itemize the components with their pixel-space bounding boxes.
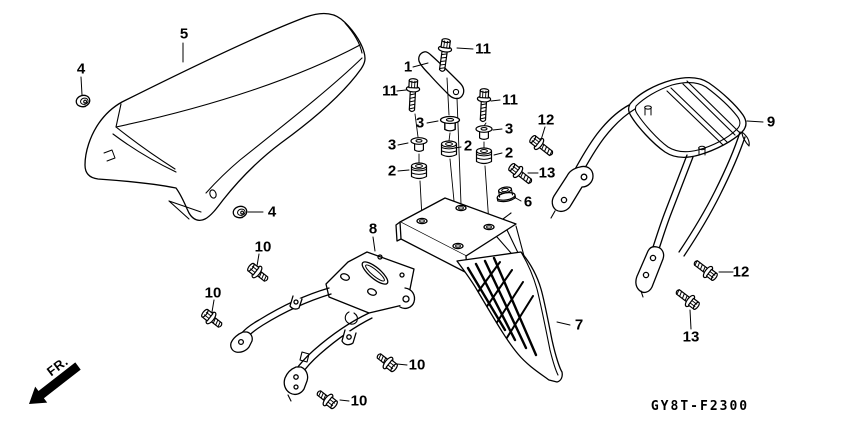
callout-bolt11-left: 11 [382, 83, 398, 100]
callout-bolt12-bottom: 12 [733, 264, 750, 281]
callout-collar3-center: 3 [416, 115, 424, 132]
callout-subframe: 8 [369, 221, 377, 238]
front-direction-marker: FR. [29, 354, 81, 404]
callout-collar3-right: 3 [505, 121, 513, 138]
bolt-13-top [505, 160, 536, 189]
bushing-2-right [475, 147, 493, 165]
callout-bolt12-top: 12 [538, 112, 555, 129]
collar-3-center [439, 115, 461, 132]
collar-3-left [410, 137, 428, 153]
seat-part [84, 12, 366, 221]
callout-bolt10-d: 10 [351, 393, 368, 410]
seat-stay-part [418, 51, 465, 100]
fender-part [395, 197, 563, 383]
callout-bolt11-right: 11 [502, 92, 518, 109]
callout-bushing2-center: 2 [464, 138, 472, 155]
carrier-part [550, 76, 750, 298]
callout-grommet: 6 [524, 194, 532, 211]
bolt-11-right [475, 87, 492, 123]
collar-3-right [475, 125, 493, 141]
bolt-10-c [373, 349, 401, 376]
callout-bolt10-a: 10 [255, 239, 272, 256]
bolt-10-d [313, 386, 341, 413]
bolt-13-bottom [672, 285, 703, 313]
bushing-2-center [440, 140, 458, 158]
leader-lines [80, 42, 764, 402]
callout-bushing2-left: 2 [388, 163, 396, 180]
seat-capnut-top [74, 93, 92, 110]
seat-capnut-mid [231, 204, 249, 221]
callout-stay: 1 [404, 59, 412, 76]
callout-fender: 7 [575, 317, 583, 334]
subframe-part [230, 251, 416, 402]
callout-labels: 5 4 4 1 11 11 11 3 3 3 2 2 2 12 13 6 9 8… [77, 26, 775, 410]
bolt-11-left [404, 77, 421, 113]
callout-bolt10-b: 10 [205, 285, 222, 302]
grommet-6 [495, 185, 517, 204]
callout-bolt13-bottom: 13 [683, 329, 700, 346]
callout-seat: 5 [180, 26, 188, 43]
bolt-12-bottom [690, 256, 721, 284]
callout-capnut-mid: 4 [268, 204, 277, 221]
bolt-10-a [244, 259, 272, 286]
callout-bolt11-top: 11 [475, 41, 491, 58]
callout-bushing2-right: 2 [505, 145, 513, 162]
callout-bolt10-c: 10 [409, 357, 426, 374]
front-direction-arrow-icon [29, 362, 81, 404]
callout-bolt13-top: 13 [539, 165, 556, 182]
callout-capnut-top: 4 [77, 61, 86, 78]
callout-carrier: 9 [767, 114, 775, 131]
drawing-code: GY8T-F2300 [651, 399, 749, 414]
bushing-2-left [410, 162, 428, 180]
callout-collar3-left: 3 [388, 137, 396, 154]
